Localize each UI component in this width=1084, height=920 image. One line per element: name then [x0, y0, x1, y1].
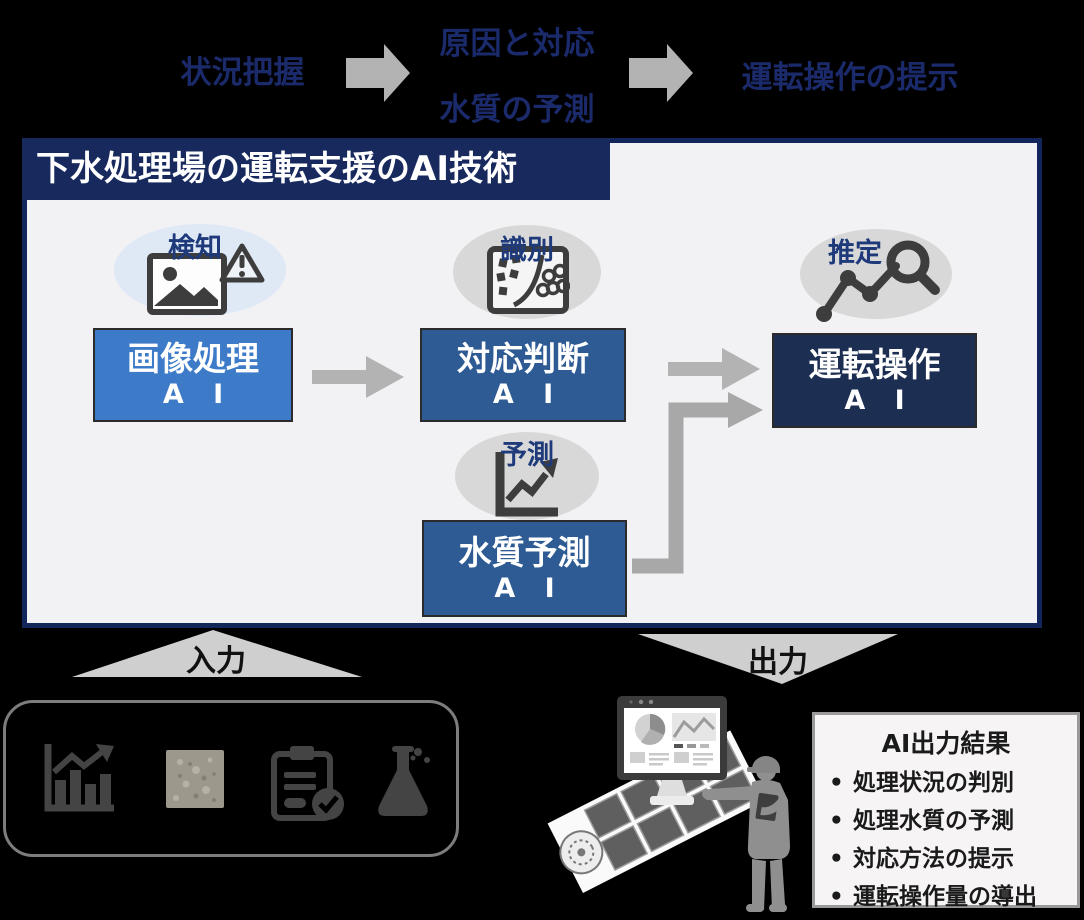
flow-step-cause-line2: 水質の予測 [439, 92, 595, 128]
block-ai-label: A I [494, 572, 565, 604]
tag-detect: 検知 [168, 233, 222, 264]
input-label: 入力 [186, 644, 246, 679]
plant-buildings [630, 713, 724, 777]
list-item: • 処理水質の予測 [829, 802, 1077, 840]
flask-icon [378, 746, 430, 816]
forecast-ellipse [455, 432, 599, 520]
block-operation-ai: 運転操作 A I [772, 333, 977, 428]
clipboard-check-icon [271, 746, 344, 821]
block-water-quality-forecast-ai: 水質予測 A I [422, 520, 627, 617]
ai-output-results-box: AI出力結果 • 処理状況の判別 • 処理水質の予測 • 対応方法の提示 • 運… [812, 712, 1080, 910]
bar-chart-icon [44, 744, 114, 812]
estimate-search-icon [816, 240, 940, 322]
block-ai-label: A I [844, 384, 915, 416]
flow-step-cause-line1: 原因と対応 [439, 26, 595, 62]
list-item-text: 対応方法の提示 [853, 846, 1014, 872]
input-sources-box [3, 700, 459, 857]
pie-chart [635, 714, 665, 744]
block-response-judgment-ai: 対応判断 A I [420, 328, 626, 422]
tag-estimate: 推定 [828, 238, 882, 269]
block-label: 対応判断 [457, 339, 589, 379]
block-ai-label: A I [162, 379, 234, 411]
block-label: 画像処理 [127, 339, 259, 379]
output-box-list: • 処理状況の判別 • 処理水質の予測 • 対応方法の提示 • 運転操作量の導出 [815, 764, 1077, 916]
list-item: • 処理状況の判別 [829, 764, 1077, 802]
bullet: • [829, 846, 844, 872]
tag-classify: 識別 [500, 235, 554, 266]
sample-photo [166, 750, 224, 808]
bullet: • [829, 808, 844, 834]
bullet: • [829, 770, 844, 796]
operator-silhouette [702, 756, 790, 912]
estimate-ellipse [800, 229, 952, 319]
treatment-plant-illustration [547, 713, 766, 893]
list-item-text: 処理水質の予測 [853, 808, 1014, 834]
block-ai-label: A I [492, 379, 564, 411]
tag-forecast: 予測 [500, 440, 554, 471]
line-chart [672, 713, 716, 741]
block-label: 運転操作 [808, 344, 941, 384]
bullet: • [829, 884, 844, 910]
forecast-chart-icon [495, 452, 558, 517]
block-label: 水質予測 [458, 532, 591, 572]
flow-step-operation: 運転操作の提示 [741, 60, 959, 96]
monitor-illustration [617, 696, 727, 805]
image-alert-icon [147, 243, 265, 315]
output-box-title: AI出力結果 [881, 729, 1011, 758]
arrow-right-icon [629, 44, 693, 102]
diagram-title: 下水処理場の運転支援のAI技術 [22, 138, 610, 200]
clarifier-tank [559, 830, 604, 875]
output-label: 出力 [748, 645, 808, 680]
flow-step-situation: 状況把握 [180, 55, 305, 91]
classification-icon [487, 246, 570, 314]
list-item-text: 処理状況の判別 [853, 770, 1014, 796]
arrow-right-icon [346, 44, 410, 102]
block-image-processing-ai: 画像処理 A I [93, 328, 293, 422]
list-item: • 対応方法の提示 [829, 840, 1077, 878]
list-item: • 運転操作量の導出 [829, 878, 1077, 916]
list-item-text: 運転操作量の導出 [853, 884, 1037, 910]
